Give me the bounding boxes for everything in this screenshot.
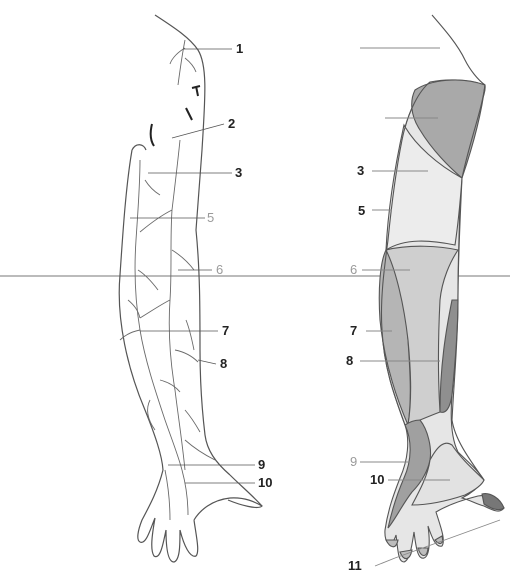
shoulder-mark-2 xyxy=(186,108,192,120)
shoulder-mark-1 xyxy=(192,86,200,96)
right-label-6: 6 xyxy=(350,263,357,277)
left-label-5: 5 xyxy=(207,211,214,225)
right-label-3: 3 xyxy=(357,164,364,178)
right-label-9: 9 xyxy=(350,455,357,469)
right-neck-outline xyxy=(432,15,485,85)
right-label-8: 8 xyxy=(346,354,353,368)
left-label-6: 6 xyxy=(216,263,223,277)
left-label-3: 3 xyxy=(235,166,242,180)
left-arm-top-cap xyxy=(132,145,146,150)
right-label-11: 11 xyxy=(348,559,362,573)
shoulder-mark-3 xyxy=(151,124,154,146)
left-hand-outline xyxy=(138,470,262,562)
left-label-9: 9 xyxy=(258,458,265,472)
left-label-7: 7 xyxy=(222,324,229,338)
left-arm-medial-outline xyxy=(196,230,230,475)
left-label-2: 2 xyxy=(228,117,235,131)
left-label-1: 1 xyxy=(236,42,243,56)
left-label-10: 10 xyxy=(258,476,272,490)
right-label-7: 7 xyxy=(350,324,357,338)
left-shoulder-outline xyxy=(155,15,205,230)
right-label-5: 5 xyxy=(358,204,365,218)
left-label-8: 8 xyxy=(220,357,227,371)
left-arm-lateral-outline xyxy=(119,150,163,470)
right-label-10: 10 xyxy=(370,473,384,487)
left-arm-veins xyxy=(120,40,215,520)
left-arm-figure xyxy=(119,15,262,562)
